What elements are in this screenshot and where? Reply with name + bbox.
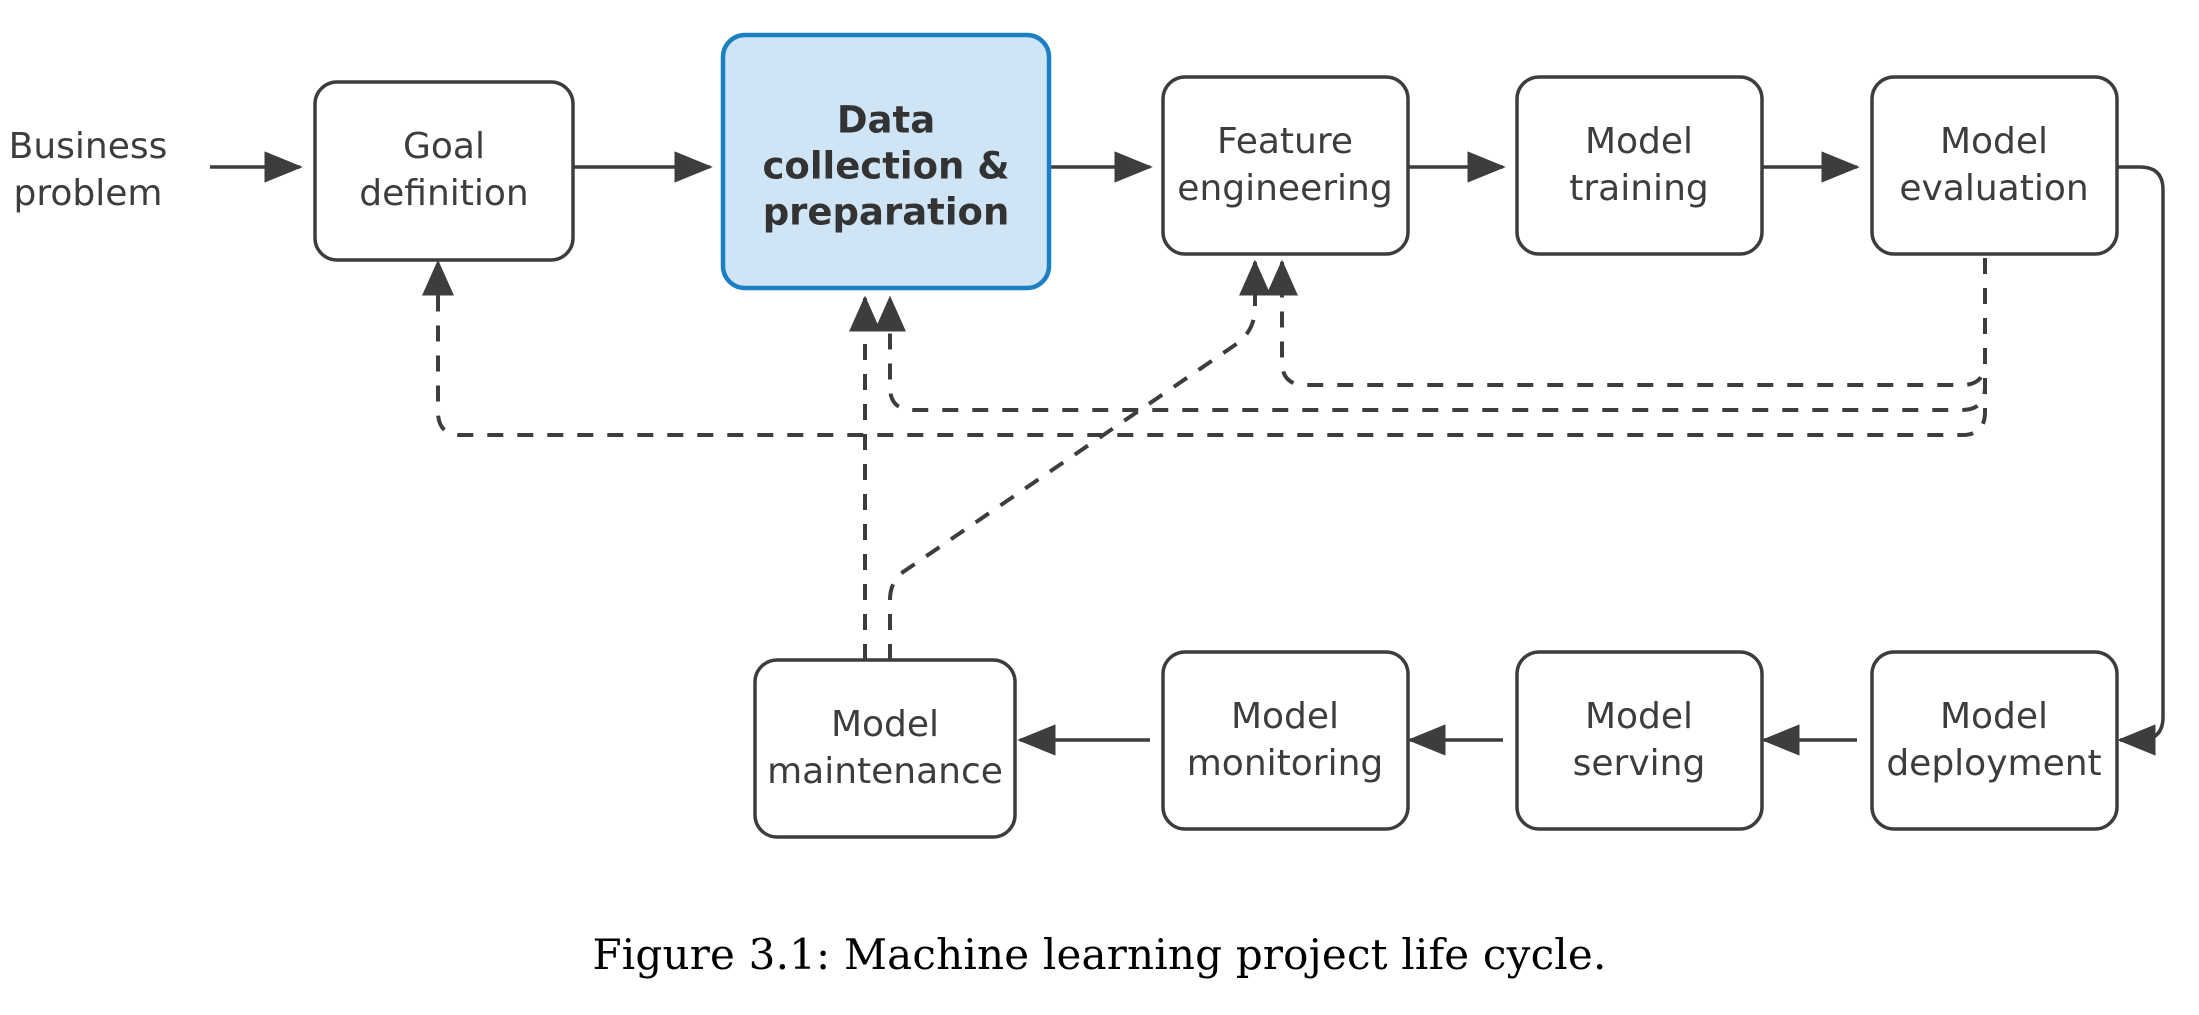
model-monitoring-line2: monitoring — [1187, 743, 1384, 784]
model-training-box[interactable] — [1515, 75, 1764, 256]
solid-edges-group — [210, 151, 2165, 756]
node-model-maintenance[interactable]: Model maintenance — [753, 658, 1017, 839]
model-monitoring-box[interactable] — [1161, 650, 1410, 831]
data-collection-line2: collection & — [762, 145, 1009, 188]
data-collection-box[interactable] — [720, 32, 1052, 291]
model-deployment-box[interactable] — [1870, 650, 2119, 831]
feature-engineering-line2: engineering — [1177, 168, 1392, 209]
node-model-evaluation[interactable]: Model evaluation — [1870, 75, 2119, 256]
edge-evaluation-to-feature-feedback — [1266, 258, 1987, 387]
business-problem-line1: Business — [9, 126, 168, 167]
model-deployment-line1: Model — [1940, 696, 2048, 737]
node-model-training[interactable]: Model training — [1515, 75, 1764, 256]
node-data-collection[interactable]: Data collection & preparation — [720, 32, 1052, 291]
figure-caption: Figure 3.1: Machine learning project lif… — [592, 930, 1607, 979]
model-evaluation-line1: Model — [1940, 121, 2048, 162]
edge-evaluation-to-data-feedback — [874, 258, 1987, 412]
model-deployment-line2: deployment — [1886, 743, 2101, 784]
model-evaluation-line2: evaluation — [1899, 168, 2088, 209]
model-training-line1: Model — [1585, 121, 1693, 162]
model-serving-line1: Model — [1585, 696, 1693, 737]
goal-definition-line2: definition — [359, 173, 528, 214]
external-label-business-problem: Business problem — [9, 126, 168, 214]
model-maintenance-line1: Model — [831, 704, 939, 745]
model-monitoring-line1: Model — [1231, 696, 1339, 737]
model-evaluation-box[interactable] — [1870, 75, 2119, 256]
goal-definition-line1: Goal — [403, 126, 485, 167]
model-serving-line2: serving — [1573, 743, 1706, 784]
model-maintenance-box[interactable] — [753, 658, 1017, 839]
data-collection-line1: Data — [837, 99, 935, 142]
data-collection-line3: preparation — [763, 191, 1010, 234]
dashed-feedback-group — [422, 258, 1987, 660]
goal-definition-box[interactable] — [313, 80, 575, 262]
node-model-deployment[interactable]: Model deployment — [1870, 650, 2119, 831]
feature-engineering-box[interactable] — [1161, 75, 1410, 256]
model-maintenance-line2: maintenance — [767, 751, 1003, 792]
feature-engineering-line1: Feature — [1217, 121, 1353, 162]
edge-maintenance-to-feature-feedback — [888, 259, 1271, 660]
node-model-serving[interactable]: Model serving — [1515, 650, 1764, 831]
node-goal-definition[interactable]: Goal definition — [313, 80, 575, 262]
node-feature-engineering[interactable]: Feature engineering — [1161, 75, 1410, 256]
edge-evaluation-to-goal-feedback — [422, 258, 1987, 437]
business-problem-line2: problem — [14, 173, 163, 214]
edge-evaluation-to-deployment — [2117, 165, 2165, 756]
node-model-monitoring[interactable]: Model monitoring — [1161, 650, 1410, 831]
model-serving-box[interactable] — [1515, 650, 1764, 831]
model-training-line2: training — [1569, 168, 1708, 209]
